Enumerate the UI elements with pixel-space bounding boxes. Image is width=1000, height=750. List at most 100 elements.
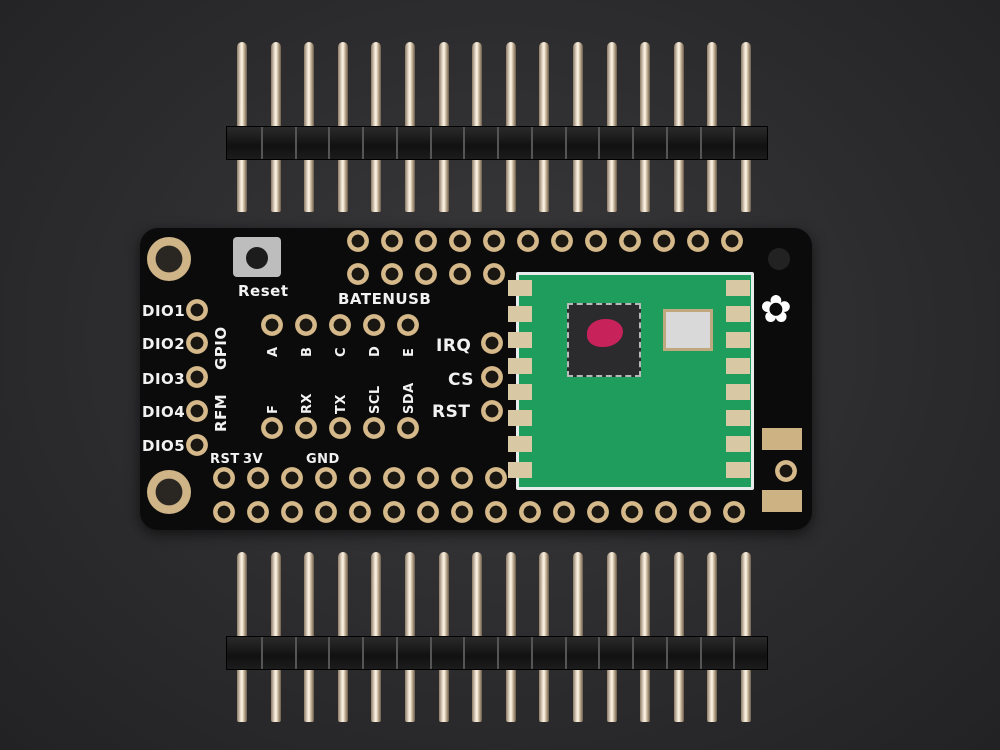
pad [281,501,303,523]
label-dio2: DIO2 [142,335,186,353]
label-e: E [402,347,417,357]
pad [363,417,385,439]
pad [315,501,337,523]
pad [723,501,745,523]
label-gpio: GPIO [212,326,230,370]
pad [381,230,403,252]
label-scl: SCL [368,385,383,414]
label-tx: TX [334,394,349,414]
pad [483,263,505,285]
antenna-pad-bottom [762,490,802,512]
module-pad [508,306,532,322]
pad [721,230,743,252]
module-pad [508,462,532,478]
pad [417,501,439,523]
pad [247,467,269,489]
pad [481,332,503,354]
pad [585,230,607,252]
power-labels: BATENUSB [338,290,432,308]
pad [349,501,371,523]
pad [381,263,403,285]
reset-label: Reset [238,282,289,300]
pad [397,417,419,439]
module-pad [508,436,532,452]
label-dio3: DIO3 [142,370,186,388]
label-f: F [266,404,281,414]
pad [553,501,575,523]
label-rx: RX [300,392,315,414]
label-rst: RST [432,402,471,422]
mounting-hole-top [147,237,191,281]
label-b: B [300,346,315,357]
pad [186,332,208,354]
top-pin-header [226,42,768,212]
pad [483,230,505,252]
pad [449,263,471,285]
pad [261,417,283,439]
pad [383,467,405,489]
pad [655,501,677,523]
pad [485,467,507,489]
module-pad [508,332,532,348]
pad [481,400,503,422]
label-a: A [266,346,281,357]
pad [329,417,351,439]
pad [449,230,471,252]
module-pad [726,384,750,400]
pad [485,501,507,523]
label-dio1: DIO1 [142,302,186,320]
label-dio4: DIO4 [142,403,186,421]
pad [347,230,369,252]
pad [261,314,283,336]
module-pad [726,436,750,452]
crystal [663,309,713,351]
pad [551,230,573,252]
label-gnd: GND [306,452,340,467]
label-rst-bottom: RST [210,452,240,467]
pad [653,230,675,252]
pad [415,230,437,252]
module-pad [726,462,750,478]
reset-button-cap[interactable] [246,247,268,269]
pad [186,434,208,456]
label-c: C [334,346,349,357]
module-pad [508,410,532,426]
paint-dot [587,319,623,347]
module-pad [508,384,532,400]
pad [383,501,405,523]
pad [213,467,235,489]
header-housing [226,636,768,670]
pad [186,366,208,388]
pad [295,314,317,336]
pad [397,314,419,336]
pad [295,417,317,439]
pad [329,314,351,336]
header-housing [226,126,768,160]
star-flower-logo-icon: ✿ [760,287,792,331]
label-irq: IRQ [436,336,472,356]
label-cs: CS [448,370,475,390]
module-pad [726,280,750,296]
mounting-hole-right [768,248,790,270]
label-3v: 3V [243,452,264,467]
label-dio5: DIO5 [142,437,186,455]
pad [415,263,437,285]
module-pad [726,332,750,348]
rfm-radio-module [516,272,754,490]
pad [689,501,711,523]
pad [315,467,337,489]
antenna-pad-top [762,428,802,450]
label-d: D [368,345,383,357]
pad [349,467,371,489]
module-pad [508,280,532,296]
module-pad [726,306,750,322]
pad [481,366,503,388]
pad [363,314,385,336]
module-pad [726,410,750,426]
pad [621,501,643,523]
reset-button[interactable] [233,237,281,277]
pad [281,467,303,489]
pad [451,501,473,523]
pad [347,263,369,285]
pad [619,230,641,252]
